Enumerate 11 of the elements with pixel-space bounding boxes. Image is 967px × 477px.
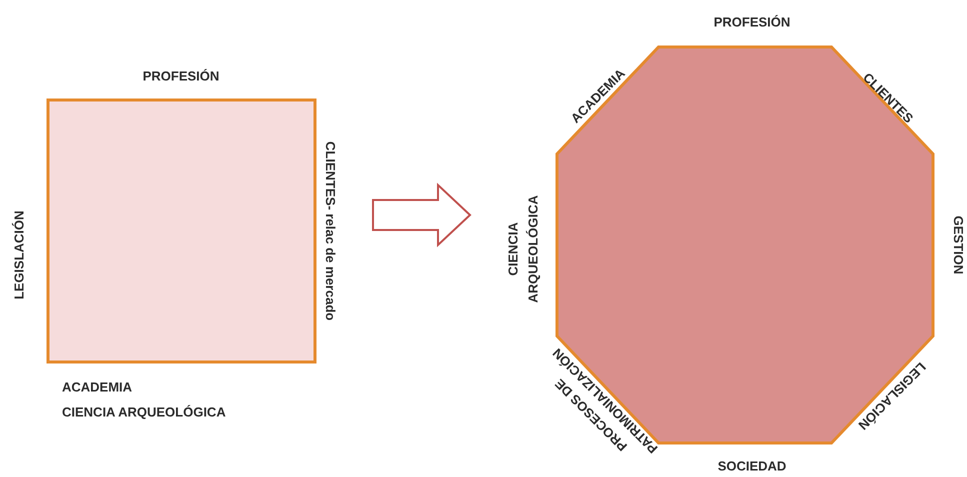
- square-shape: [48, 100, 315, 362]
- side-label: LEGISLACIÓN: [10, 210, 28, 300]
- side-label: CIENCIA ARQUEOLÓGICA: [62, 403, 226, 422]
- side-label: ACADEMIA: [62, 378, 132, 396]
- side-label: GESTION: [950, 216, 967, 274]
- side-label: PROFESIÓN: [142, 67, 220, 86]
- side-label: CIENCIA ARQUEOLÓGICA: [504, 194, 541, 304]
- side-label: SOCIEDAD: [718, 457, 786, 476]
- side-label: CLIENTES- relac de mercado: [322, 141, 339, 321]
- block-arrow: [372, 182, 472, 248]
- side-label: PROFESIÓN: [714, 13, 790, 32]
